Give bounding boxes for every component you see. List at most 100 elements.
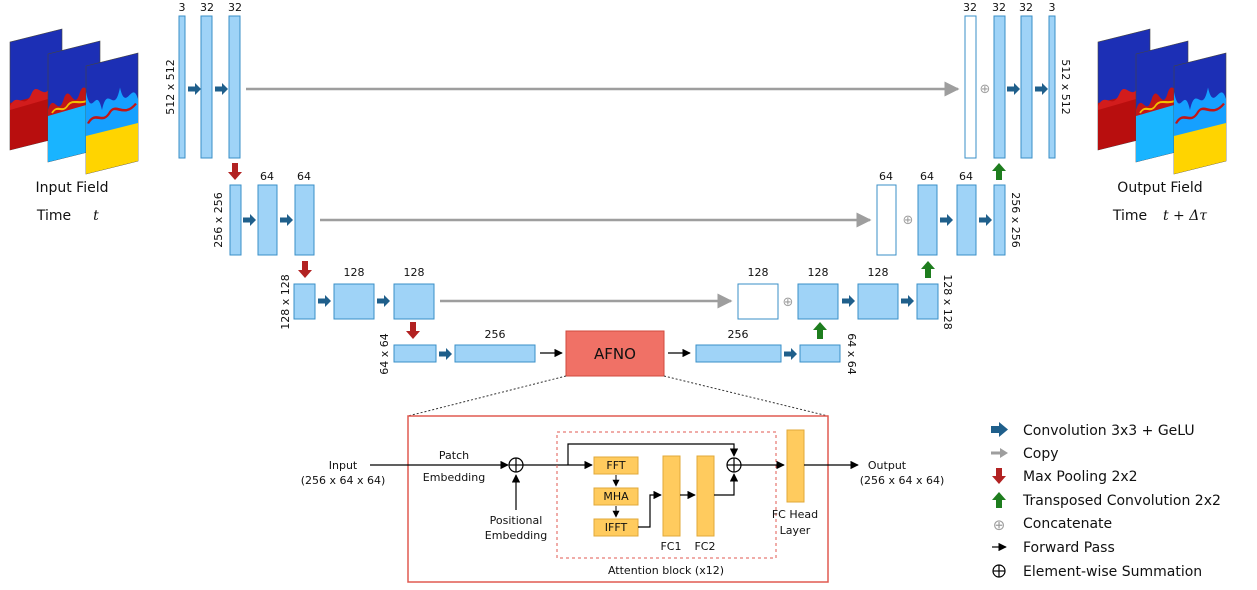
- enc4-resolution: 64 x 64: [378, 333, 391, 375]
- enc1-ch-a: 3: [179, 1, 186, 14]
- dec1-block-c: [1048, 15, 1056, 159]
- dec1-ch-d: 3: [1049, 1, 1056, 14]
- concatenate-icon: ⊕: [980, 82, 991, 97]
- decoder-level-2: ⊕ 64 64 64 256 x 256: [876, 170, 1022, 256]
- maxpool-arrow-icon: [298, 261, 312, 278]
- legend-item-conv: Convolution 3x3 + GeLU: [991, 422, 1195, 439]
- conv-arrow-icon: [280, 214, 293, 226]
- enc2-block-a: [229, 184, 242, 256]
- transposed-conv-arrow-icon: [921, 261, 935, 278]
- dec3-block-c: [916, 283, 939, 320]
- conv-arrow-icon: [243, 214, 256, 226]
- detail-output-label: Output: [868, 459, 907, 472]
- transposed-conv-arrow-icon: [992, 492, 1006, 508]
- dec1-block-a: [993, 15, 1006, 159]
- summation-icon: [726, 457, 742, 473]
- dec2-block-a: [917, 184, 938, 256]
- patch-embedding-label-2: Embedding: [423, 471, 485, 484]
- svg-text:t: t: [93, 208, 99, 224]
- legend-item-forward: Forward Pass: [992, 540, 1115, 556]
- legend-label-conv: Convolution 3x3 + GeLU: [1023, 423, 1195, 439]
- dec4-ch: 256: [728, 328, 749, 341]
- svg-text:Time: Time: [1112, 208, 1147, 224]
- legend-label-concat: Concatenate: [1023, 516, 1112, 532]
- input-field-images: [9, 28, 139, 175]
- legend: Convolution 3x3 + GeLU Copy Max Pooling …: [991, 422, 1221, 580]
- conv-arrow-icon: [377, 295, 390, 307]
- output-time-label: Time t + Δτ: [1112, 208, 1207, 224]
- concatenate-icon: ⊕: [903, 213, 914, 228]
- dec3-ch-b: 128: [808, 266, 829, 279]
- fc-head-block: [786, 429, 805, 503]
- conv-arrow-icon: [784, 348, 797, 360]
- legend-label-transposed: Transposed Convolution 2x2: [1022, 493, 1221, 509]
- dec1-resolution: 512 x 512: [1059, 59, 1072, 115]
- positional-embedding-label-2: Embedding: [485, 529, 547, 542]
- dec4-block-a: [695, 344, 782, 363]
- transposed-conv-arrow-icon: [992, 163, 1006, 180]
- mha-block: [593, 487, 639, 506]
- enc3-ch-a: 128: [344, 266, 365, 279]
- dec3-block-a: [797, 283, 839, 320]
- mha-label: MHA: [603, 490, 629, 503]
- conv-arrow-icon: [940, 214, 953, 226]
- patch-embedding-label-1: Patch: [439, 449, 469, 462]
- legend-item-copy: Copy: [991, 446, 1059, 462]
- legend-label-forward: Forward Pass: [1023, 540, 1115, 556]
- enc3-resolution: 128 x 128: [279, 274, 292, 330]
- input-time-label: Time t: [36, 208, 99, 224]
- legend-item-summation: Element-wise Summation: [992, 564, 1202, 580]
- enc2-block-c: [294, 184, 315, 256]
- fc2-block: [696, 455, 715, 537]
- ifft-label: IFFT: [605, 521, 628, 534]
- fc1-label: FC1: [660, 540, 681, 553]
- enc2-block-b: [257, 184, 278, 256]
- encoder-level-2: 64 64 256 x 256: [212, 170, 315, 256]
- dec1-ch-c: 32: [1019, 1, 1033, 14]
- dec2-ch-b: 64: [920, 170, 934, 183]
- enc4-block-a: [393, 344, 437, 363]
- maxpool-arrow-icon: [992, 468, 1006, 484]
- conv-arrow-icon: [318, 295, 331, 307]
- attention-block-border: [556, 431, 777, 559]
- dec3-block-b: [857, 283, 899, 320]
- enc1-block-b: [200, 15, 213, 159]
- encoder-level-3: 128 128 128 x 128: [279, 266, 435, 330]
- decoder-level-4: 256 64 x 64: [695, 328, 858, 375]
- forward-arrow-ifft-fc1: [638, 490, 662, 528]
- dec4-block-b: [799, 344, 841, 363]
- dec1-ch-a: 32: [963, 1, 977, 14]
- legend-item-transposed: Transposed Convolution 2x2: [992, 492, 1221, 509]
- fc-head-label-1: FC Head: [772, 508, 818, 521]
- enc2-ch-a: 64: [260, 170, 274, 183]
- fft-label: FFT: [606, 459, 625, 472]
- dec2-resolution: 256 x 256: [1009, 192, 1022, 248]
- forward-arrow-fc2-sum: [714, 473, 739, 496]
- dec3-ch-a: 128: [748, 266, 769, 279]
- dec4-resolution: 64 x 64: [845, 333, 858, 375]
- enc1-block-c: [228, 15, 241, 159]
- dec2-ch-a: 64: [879, 170, 893, 183]
- enc3-block-c: [393, 283, 435, 320]
- conv-arrow-icon: [215, 83, 228, 95]
- attention-block-label: Attention block (x12): [608, 564, 724, 577]
- enc3-block-a: [293, 283, 316, 320]
- concatenate-icon: ⊕: [993, 516, 1006, 534]
- conv-arrow-icon: [979, 214, 992, 226]
- dec3-resolution: 128 x 128: [941, 274, 954, 330]
- legend-label-maxpool: Max Pooling 2x2: [1023, 469, 1138, 485]
- dec3-copy-block: [737, 283, 779, 320]
- enc3-ch-b: 128: [404, 266, 425, 279]
- concatenate-icon: ⊕: [783, 295, 794, 310]
- dec3-ch-c: 128: [868, 266, 889, 279]
- dec2-block-b: [956, 184, 977, 256]
- fc-head-label-2: Layer: [780, 524, 811, 537]
- enc4-ch: 256: [485, 328, 506, 341]
- summation-icon: [508, 457, 524, 473]
- maxpool-arrow-icon: [406, 322, 420, 339]
- decoder-level-1: ⊕ 32 32 32 3 512 x 512: [963, 1, 1072, 159]
- conv-arrow-icon: [901, 295, 914, 307]
- dec1-copy-block: [964, 15, 977, 159]
- afno-detail-panel: Input (256 x 64 x 64) Patch Embedding Po…: [301, 415, 944, 583]
- conv-arrow-icon: [1035, 83, 1048, 95]
